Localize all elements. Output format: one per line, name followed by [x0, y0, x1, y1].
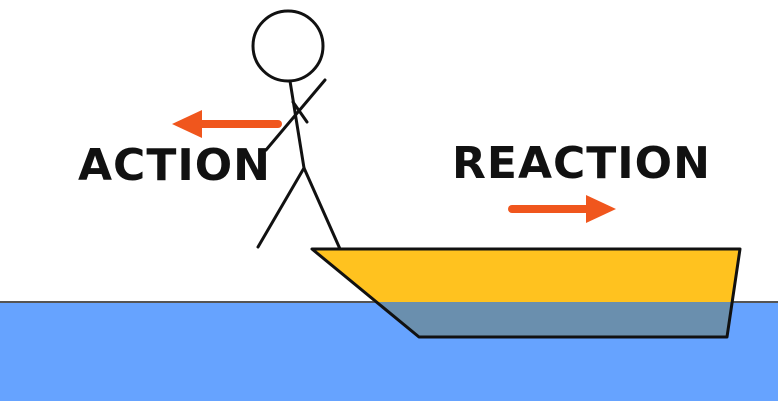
reaction-arrow [508, 195, 616, 223]
action-arrow [172, 110, 282, 138]
reaction-label: REACTION [452, 138, 711, 189]
stick-figure-body [288, 79, 306, 170]
stick-figure-head [251, 9, 325, 83]
stick-figure-arm-back [291, 100, 309, 124]
stick-figure-leg-left [256, 166, 306, 249]
stick-figure-arm-front [264, 78, 327, 152]
boat-outline [310, 247, 742, 339]
boat-hull [312, 249, 740, 302]
stick-figure-leg-right [302, 166, 342, 251]
boat [310, 247, 742, 339]
stick-figure [251, 9, 342, 251]
boat-submerged-hull [374, 302, 733, 337]
action-label: ACTION [78, 140, 271, 191]
